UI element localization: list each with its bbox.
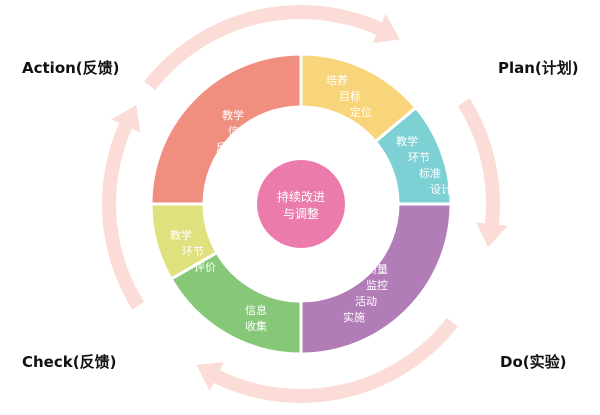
segment-feedback [149, 52, 303, 206]
segment-text: 活动 [355, 295, 377, 308]
segment-text: 培养 [326, 73, 348, 87]
segment-text: 教学 [222, 108, 244, 122]
corner-label-check: Check(反馈) [22, 353, 116, 371]
arrow-left [102, 105, 145, 310]
arrow-bottom [196, 317, 458, 404]
segment-text: 目标 [339, 89, 361, 103]
segment-label-teaching-goal: 培养 目标 定位 [326, 73, 372, 119]
corner-label-plan: Plan(计划) [498, 59, 579, 77]
segment-text: 收集 [245, 319, 267, 333]
cycle-arrows [102, 5, 508, 404]
segment-text: 定位 [350, 105, 372, 119]
segment-quality-monitoring [299, 202, 453, 356]
segment-label-info-collection: 信息 收集 [245, 303, 267, 333]
segment-text: 教学 [396, 134, 418, 148]
segment-label-feedback: 教学 信息 反馈 [216, 108, 250, 154]
segment-text: 环节 [408, 151, 430, 164]
segment-text: 信息 [245, 303, 267, 317]
ring [149, 52, 453, 356]
segment-text: 实施 [343, 310, 365, 324]
segment-text: 质量 [366, 263, 388, 276]
corner-label-action: Action(反馈) [22, 59, 120, 77]
segment-text: 标准 [419, 166, 441, 180]
segment-text: 设计 [430, 183, 452, 196]
segment-label-quality-monitoring: 质量 监控 活动 实施 [343, 263, 388, 324]
corner-label-do: Do(实验) [500, 353, 566, 371]
center-circle [257, 160, 345, 248]
segment-text: 环节 [182, 245, 204, 258]
segment-label-evaluation: 教学 环节 评价 [170, 228, 216, 274]
segment-text: 教学 [170, 228, 192, 242]
segment-text: 反馈 [216, 141, 238, 154]
segment-label-standard-design: 教学 环节 标准 设计 [396, 134, 452, 196]
arrow-top [144, 5, 400, 91]
segment-text: 评价 [194, 261, 216, 274]
center-line-1: 持续改进 [277, 189, 325, 204]
segment-text: 监控 [366, 278, 388, 292]
arrow-right [457, 98, 508, 248]
segment-text: 信息 [228, 124, 250, 138]
center-line-2: 与调整 [283, 206, 319, 221]
